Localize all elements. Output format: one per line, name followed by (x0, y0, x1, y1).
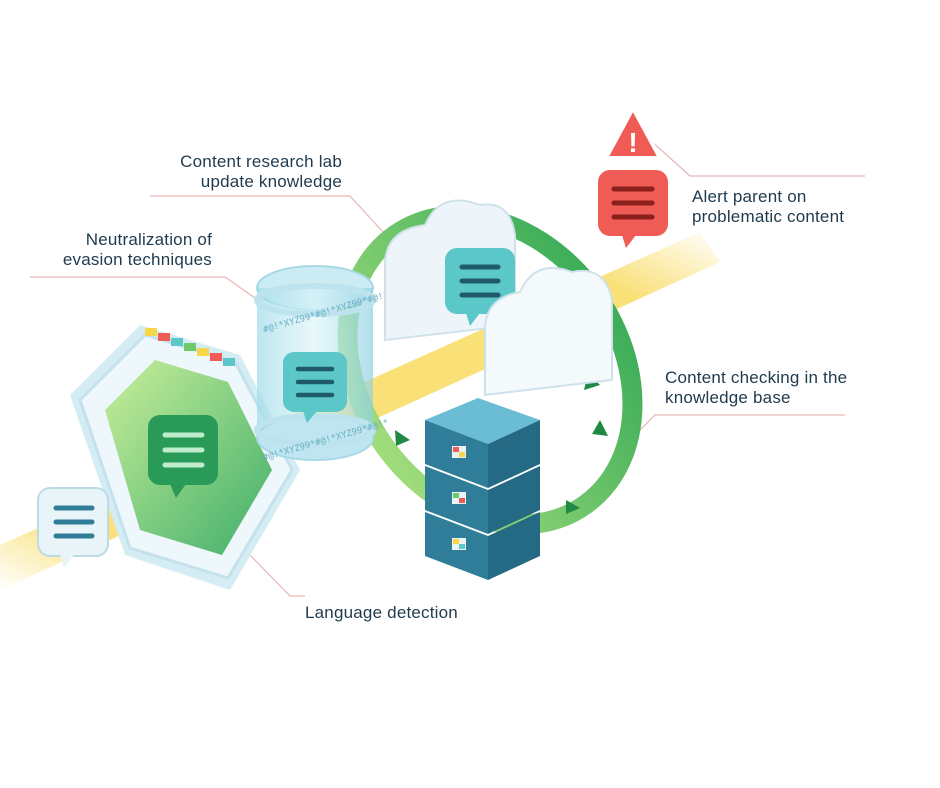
message-bubble-incoming (37, 487, 109, 568)
message-bubble-cloud (445, 248, 515, 326)
label-alert-parent: Alert parent on problematic content (692, 187, 845, 226)
server-stack (425, 398, 540, 580)
callout-line-language (249, 554, 305, 597)
label-research-lab: Content research lab update knowledge (180, 152, 342, 191)
neutralization-cylinder: #@!*XYZ99*#@!*XYZ99*#@!* #@!*XYZ99*#@!*X… (254, 265, 390, 463)
warning-glyph: ! (628, 127, 637, 158)
label-neutralization: Neutralization of evasion techniques (62, 230, 212, 269)
label-content-checking: Content checking in the knowledge base (665, 368, 848, 407)
callout-line-alert (649, 139, 865, 177)
warning-icon: ! (604, 106, 662, 160)
message-bubble-cylinder (283, 352, 347, 423)
label-language-detection: Language detection (305, 603, 458, 622)
callout-line-checking (624, 414, 845, 446)
callout-line-neutralization (30, 276, 266, 306)
message-bubble-alert (598, 170, 668, 248)
message-bubble-green (148, 415, 218, 498)
cloud-front (484, 267, 613, 397)
callout-line-research (150, 195, 396, 246)
